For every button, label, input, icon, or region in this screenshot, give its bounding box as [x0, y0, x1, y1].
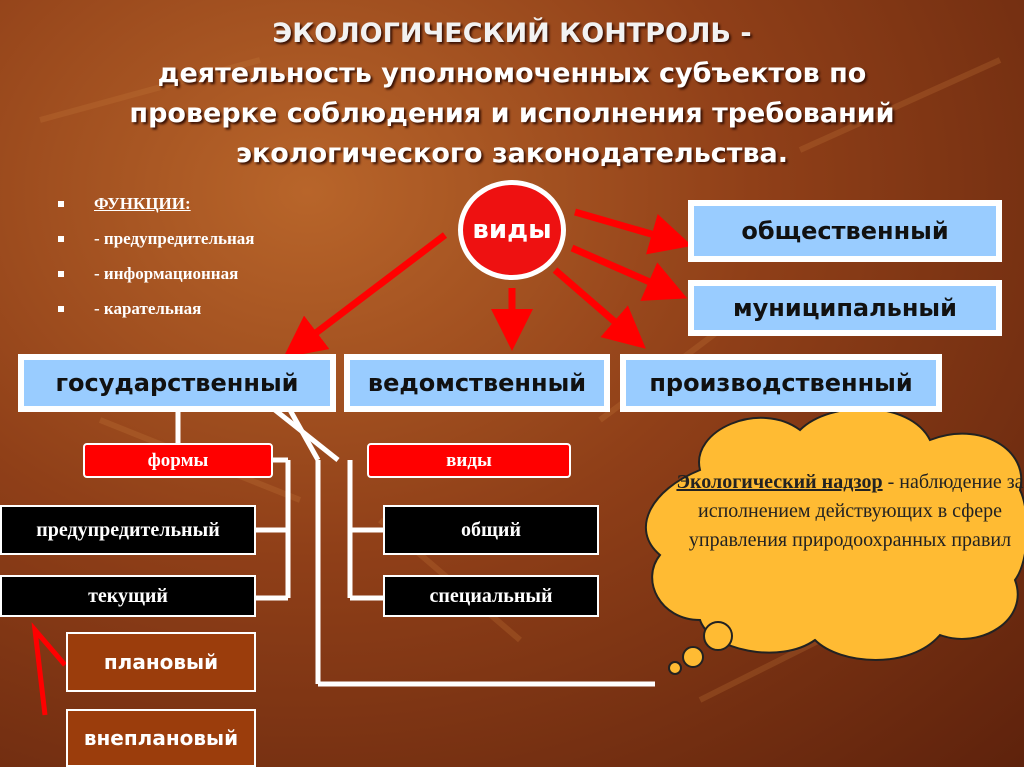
function-item: - предупредительная [58, 221, 254, 256]
cloud-body: - наблюдение за исполнением действующих … [688, 471, 1024, 551]
type-label-departmental: ведомственный [350, 360, 604, 406]
bullet-icon [58, 305, 64, 312]
kind-label-general: общий [461, 518, 521, 541]
forms-label-box: формы [83, 443, 273, 478]
type-box-public: общественный [688, 200, 1002, 262]
type-label-municipal: муниципальный [694, 286, 996, 330]
type-label-public: общественный [694, 206, 996, 256]
bullet-icon [58, 270, 64, 277]
form-box-planned: плановый [66, 632, 256, 692]
type-box-industrial: производственный [620, 354, 942, 412]
functions-heading: ФУНКЦИИ: [94, 193, 191, 213]
arrow-to-municipal [570, 244, 688, 301]
function-item-label: - карательная [94, 298, 202, 318]
kinds-label-box: виды [367, 443, 571, 478]
title-line-3: проверке соблюдения и исполнения требова… [129, 98, 895, 129]
title-line-1: ЭКОЛОГИЧЕСКИЙ КОНТРОЛЬ - [272, 18, 752, 49]
kind-box-general: общий [383, 505, 599, 555]
title-line-2: деятельность уполномоченных субъектов по [157, 58, 867, 89]
functions-heading-row: ФУНКЦИИ: [58, 186, 254, 221]
bullet-icon [58, 235, 64, 242]
title-line-4: экологического законодательства. [235, 138, 789, 169]
type-box-state: государственный [18, 354, 336, 412]
form-box-preventive: предупредительный [0, 505, 256, 555]
type-box-municipal: муниципальный [688, 280, 1002, 336]
page-title: ЭКОЛОГИЧЕСКИЙ КОНТРОЛЬ - деятельность уп… [60, 14, 964, 174]
white-connectors [175, 408, 655, 687]
kind-box-special: специальный [383, 575, 599, 617]
red-side-arrow [31, 622, 67, 716]
functions-list: ФУНКЦИИ: - предупредительная - информаци… [58, 186, 254, 326]
form-label-unplanned: внеплановый [83, 726, 239, 750]
form-box-unplanned: внеплановый [66, 709, 256, 767]
form-label-current: текущий [88, 584, 168, 607]
bullet-icon [58, 200, 64, 207]
function-item-label: - информационная [94, 263, 239, 283]
arrow-to-industrial [552, 267, 646, 349]
form-label-planned: плановый [103, 650, 219, 674]
form-label-preventive: предупредительный [36, 518, 220, 541]
red-arrows [283, 208, 693, 358]
type-label-industrial: производственный [626, 360, 936, 406]
kinds-label: виды [446, 449, 492, 471]
kind-label-special: специальный [429, 584, 553, 607]
type-label-state: государственный [24, 360, 330, 406]
cloud-text: Экологический надзор - наблюдение за исп… [672, 468, 1024, 555]
form-box-current: текущий [0, 575, 256, 617]
cloud-heading: Экологический надзор [676, 471, 883, 493]
types-circle: виды [458, 180, 566, 280]
function-item: - информационная [58, 256, 254, 291]
type-box-departmental: ведомственный [344, 354, 610, 412]
function-item: - карательная [58, 291, 254, 326]
arrow-to-state [283, 232, 448, 358]
forms-label: формы [147, 449, 209, 471]
function-item-label: - предупредительная [94, 228, 255, 248]
arrow-to-public [574, 208, 693, 255]
types-circle-label: виды [472, 215, 552, 245]
